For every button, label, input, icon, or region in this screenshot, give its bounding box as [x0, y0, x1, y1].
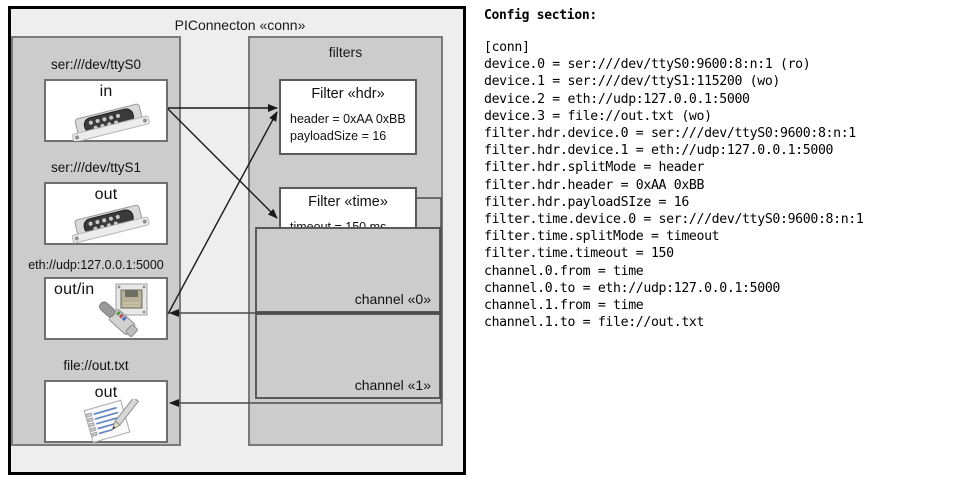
config-heading: Config section:	[484, 8, 597, 23]
channel-label-1: channel «1»	[354, 377, 431, 393]
device-label-file: file://out.txt	[63, 358, 129, 373]
filter-box-hdr[interactable]: Filter «hdr» header = 0xAA 0xBB payloadS…	[279, 79, 417, 155]
device-direction-eth: out/in	[54, 281, 95, 298]
device-label-ttyS1: ser:///dev/ttyS1	[50, 160, 142, 175]
device-box-ttyS1[interactable]: out	[44, 182, 168, 245]
channel-box-0[interactable]: channel «0»	[255, 227, 441, 313]
device-direction-ttyS1: out	[94, 186, 118, 203]
filter-title-hdr: Filter «hdr»	[311, 86, 385, 102]
text-file-icon	[83, 399, 140, 443]
ethernet-jack-icon	[98, 283, 148, 337]
device-box-ttyS0[interactable]: in	[44, 79, 168, 142]
device-label-eth: eth://udp:127.0.0.1:5000	[28, 258, 164, 272]
filter-title-time: Filter «time»	[308, 194, 388, 210]
channel-label-0: channel «0»	[354, 291, 431, 307]
filters-group-title: filters	[328, 44, 363, 60]
serial-port-icon	[71, 204, 150, 244]
device-box-file[interactable]: out	[44, 380, 168, 443]
channel-box-1[interactable]: channel «1»	[255, 313, 441, 399]
config-text: [conn] device.0 = ser:///dev/ttyS0:9600:…	[484, 40, 864, 331]
connection-title: PIConnecton «conn»	[174, 17, 306, 33]
config-panel: Config section: [conn] device.0 = ser://…	[484, 8, 960, 478]
device-label-ttyS0: ser:///dev/ttyS0	[50, 57, 142, 72]
filter-prop-payloadsize: payloadSize = 16	[290, 129, 387, 143]
serial-port-icon	[72, 103, 150, 141]
filter-prop-header: header = 0xAA 0xBB	[290, 112, 406, 126]
device-box-eth[interactable]: out/in	[44, 277, 168, 340]
device-direction-ttyS0: in	[99, 83, 113, 100]
device-direction-file: out	[94, 384, 118, 401]
